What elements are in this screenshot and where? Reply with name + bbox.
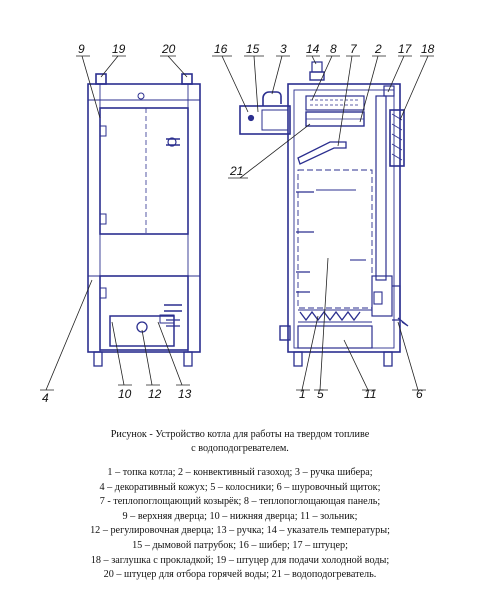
damper-handle <box>262 91 282 106</box>
callout-14: 14 <box>306 42 320 56</box>
legend-line: 15 – дымовой патрубок; 16 – шибер; 17 – … <box>132 539 348 551</box>
poking-shield <box>392 285 401 321</box>
heat-absorbing-visor <box>297 141 347 165</box>
callout-4: 4 <box>42 391 49 405</box>
front-view <box>87 73 201 367</box>
figure-subcaption: с водоподогревателем. <box>191 443 289 454</box>
callout-10: 10 <box>118 387 132 401</box>
grate-bars <box>299 310 361 322</box>
callout-17: 17 <box>398 42 413 56</box>
callout-18: 18 <box>421 42 435 56</box>
callout-19: 19 <box>112 42 126 56</box>
callout-1: 1 <box>299 387 306 401</box>
callout-labels: 9 19 20 16 15 3 14 8 7 2 17 18 21 4 10 1… <box>42 42 435 405</box>
callout-7: 7 <box>350 42 358 56</box>
callout-6: 6 <box>416 387 423 401</box>
callout-11: 11 <box>364 387 376 401</box>
callout-20: 20 <box>161 42 176 56</box>
side-section <box>239 61 409 367</box>
cold-water-nozzle <box>95 73 107 85</box>
side-panel <box>389 109 405 167</box>
callout-13: 13 <box>178 387 192 401</box>
leader-lines <box>40 55 434 391</box>
legend-line: 20 – штуцер для отбора горячей воды; 21 … <box>103 569 377 581</box>
hot-water-nozzle <box>181 73 193 85</box>
heat-absorbing-panel <box>305 95 365 111</box>
ash-pan <box>297 325 373 349</box>
callout-5: 5 <box>317 387 324 401</box>
upper-door <box>99 107 189 235</box>
plug-with-gasket <box>383 85 395 97</box>
front-casing <box>87 83 201 353</box>
regulating-door <box>109 315 175 347</box>
callout-2: 2 <box>374 42 382 56</box>
smoke-pipe <box>239 105 291 135</box>
figure-caption: Рисунок - Устройство котла для работы на… <box>110 429 370 440</box>
callout-3: 3 <box>280 42 287 56</box>
legend-line: 9 – верхняя дверца; 10 – нижняя дверца; … <box>122 510 358 522</box>
callout-16: 16 <box>214 42 228 56</box>
legend-line: 7 - теплопоглощающий козырёк; 8 – теплоп… <box>99 496 381 508</box>
convective-flue <box>375 95 387 281</box>
legend-line: 4 – декоративный кожух; 5 – колосники; 6… <box>99 481 381 493</box>
legend-line: 1 – топка котла; 2 – конвективный газохо… <box>107 467 373 478</box>
legend-line: 18 – заглушка с прокладкой; 19 – штуцер … <box>90 554 390 566</box>
boiler-diagram: 9 19 20 16 15 3 14 8 7 2 17 18 21 4 10 1… <box>40 42 435 405</box>
legend-line: 12 – регулировочная дверца; 13 – ручка; … <box>90 525 390 537</box>
callout-12: 12 <box>148 387 162 401</box>
callout-9: 9 <box>78 42 85 56</box>
upper-door-handle <box>166 138 180 146</box>
side-casing <box>287 83 401 353</box>
callout-8: 8 <box>330 42 337 56</box>
legend: 1 – топка котла; 2 – конвективный газохо… <box>0 466 480 583</box>
callout-21: 21 <box>229 164 243 178</box>
firebox <box>297 169 373 309</box>
callout-15: 15 <box>246 42 260 56</box>
